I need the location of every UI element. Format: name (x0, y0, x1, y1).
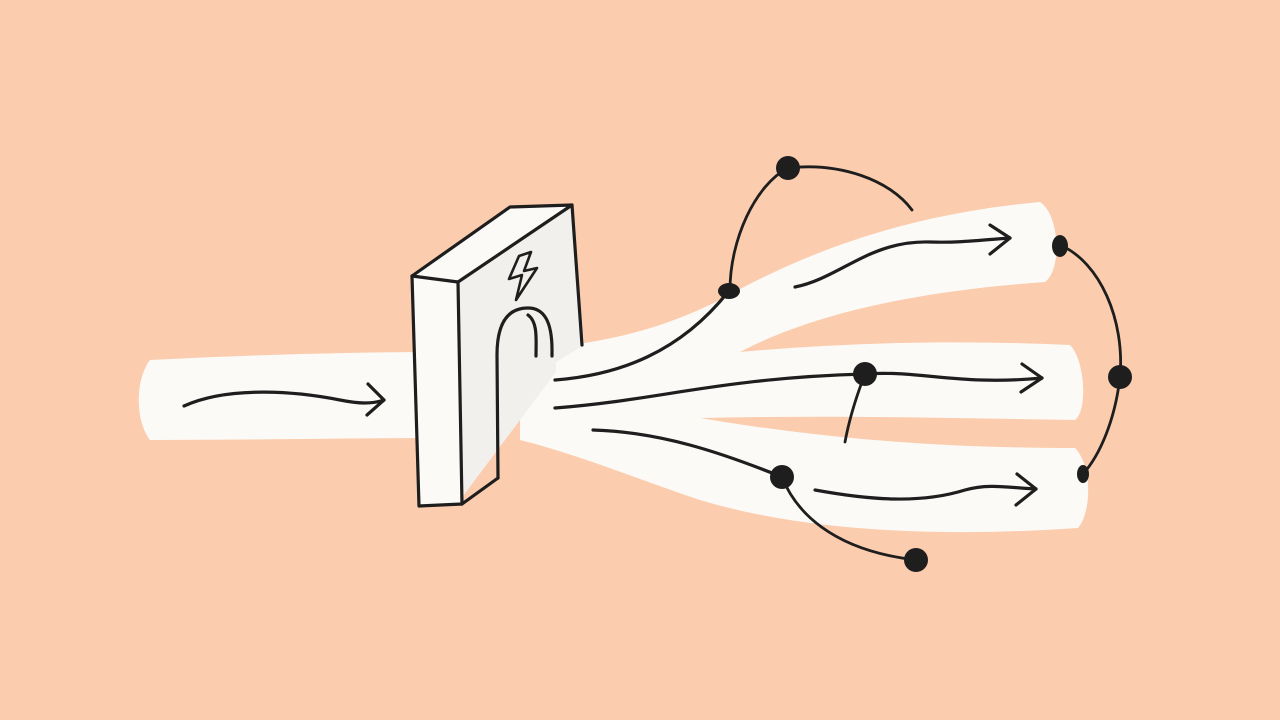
link-right-lower (1081, 375, 1122, 476)
node-right-middle (1108, 365, 1132, 389)
gate-arch-inner (526, 313, 538, 358)
input-flow-arrow (182, 390, 386, 408)
lightning-bolt-icon (507, 250, 539, 302)
top-output-arrow (793, 236, 1012, 289)
bottom-output-arrow (813, 484, 1038, 501)
node-right-bottom (1077, 465, 1089, 483)
network-links (728, 165, 1123, 562)
gate (410, 203, 584, 508)
gate-top-face (412, 205, 572, 282)
link-top-left (728, 166, 790, 292)
node-top (776, 156, 800, 180)
input-stream-band (138, 352, 440, 440)
gate-arch (495, 306, 554, 480)
gate-front-face (412, 276, 462, 505)
stream-bands (138, 202, 1089, 533)
middle-output-arrow-head (1019, 362, 1044, 394)
network-nodes (718, 156, 1132, 572)
node-right-top (1052, 235, 1068, 257)
node-bottom (904, 548, 928, 572)
gate-top-outline (410, 203, 574, 284)
gate-bottom-edge (460, 476, 500, 506)
fan-line-lower (591, 428, 784, 479)
link-top-arc (786, 165, 914, 212)
node-middle (853, 362, 877, 386)
flow-arrows (182, 223, 1044, 507)
input-arrow-head (365, 382, 386, 417)
link-right-upper (1058, 243, 1123, 379)
gate-right-edge (570, 203, 584, 347)
fan-line-upper (553, 290, 730, 382)
bottom-output-arrow-head (1014, 472, 1038, 507)
link-bottom-tail (780, 475, 918, 562)
output-fan-band (520, 202, 1089, 533)
top-output-arrow-head (988, 223, 1012, 256)
node-upper-left (718, 283, 740, 299)
node-lower (770, 465, 794, 489)
fan-line-middle (553, 372, 867, 410)
middle-output-arrow (863, 371, 1044, 382)
gate-side-face (458, 205, 584, 500)
